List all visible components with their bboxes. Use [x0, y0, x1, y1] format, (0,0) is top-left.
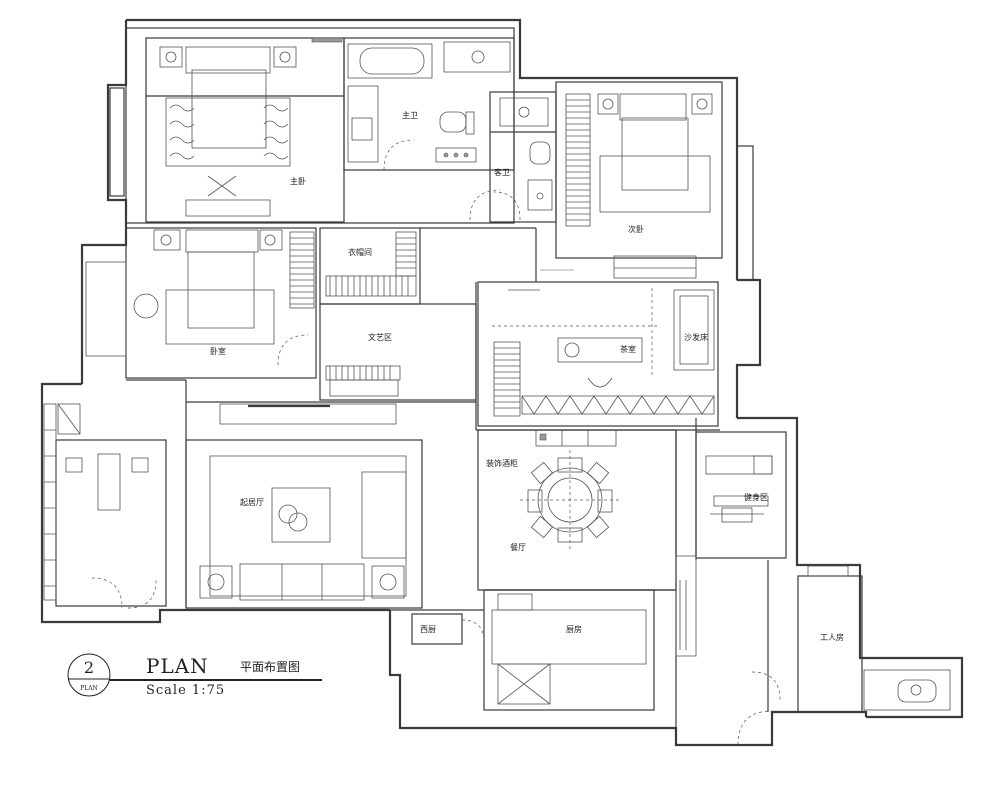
gym: 健身区: [695, 431, 787, 559]
guest-bath: 客卫: [469, 91, 557, 223]
interior-walls: [126, 227, 769, 728]
room-label-master-bedroom: 主卧: [290, 176, 306, 186]
servant-room: 工人房: [737, 565, 951, 746]
room-label-display-cabinet: 装饰酒柜: [486, 458, 518, 468]
cloakroom: 衣帽间: [319, 227, 421, 305]
master-bath: 主卫: [343, 37, 515, 171]
kitchen: 厨房: [483, 589, 655, 711]
room-label-tea-room: 茶室: [620, 344, 636, 354]
room-label-servant-room: 工人房: [820, 632, 844, 642]
plan-scale: Scale 1:75: [146, 683, 225, 698]
entry-area: [43, 403, 167, 609]
room-label-living: 起居厅: [240, 498, 264, 507]
western-kitchen: 西厨: [411, 613, 485, 645]
plan-title-zh: 平面布置图: [240, 660, 300, 674]
living-room: 起居厅: [185, 403, 423, 609]
room-label-master-bath: 主卫: [402, 110, 418, 120]
title-block: 2 PLAN PLAN 平面布置图 Scale 1:75: [67, 653, 322, 698]
dining: 装饰酒柜 餐厅: [477, 429, 677, 591]
tea-room: 茶室 沙发床: [477, 281, 719, 427]
second-bedroom: 次卧: [555, 81, 754, 281]
room-label-western-kitchen: 西厨: [420, 625, 436, 634]
room-label-sofa-bed: 沙发床: [684, 332, 708, 342]
master-bedroom: 主卧: [145, 37, 345, 223]
room-label-second-bedroom: 次卧: [628, 224, 644, 234]
room-label-guest-bath: 客卫: [494, 167, 510, 177]
room-label-kitchen: 厨房: [566, 624, 582, 634]
study: 文艺区: [319, 303, 477, 401]
plan-title: PLAN: [146, 654, 209, 678]
room-label-gym: 健身区: [744, 492, 768, 502]
plan-number-sub: PLAN: [80, 685, 98, 692]
bedroom: 卧室: [85, 227, 317, 379]
plan-number: 2: [84, 658, 94, 677]
room-label-dining: 餐厅: [510, 543, 526, 552]
room-label-study: 文艺区: [368, 332, 392, 342]
room-label-cloakroom: 衣帽间: [348, 247, 372, 257]
room-label-bedroom: 卧室: [210, 346, 226, 356]
